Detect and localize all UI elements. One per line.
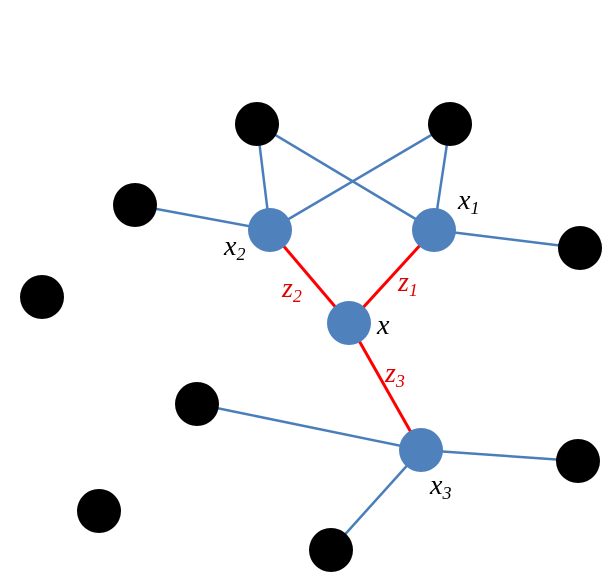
black-node-top-right	[428, 102, 472, 146]
node-x1	[412, 208, 456, 252]
black-node-right	[558, 226, 602, 270]
node-x	[327, 301, 371, 345]
black-node-bottom	[309, 528, 353, 572]
label-z3: z3	[384, 358, 405, 391]
black-node-left	[113, 183, 157, 227]
blue-nodes	[248, 208, 456, 472]
label-z1: z1	[397, 267, 418, 300]
labels: x1 x2 x x3 z1 z2 z3	[223, 185, 479, 503]
label-x1: x1	[457, 185, 479, 218]
label-x3: x3	[429, 470, 451, 503]
edge-x1-right	[433, 228, 581, 250]
black-node-isolated-bottom-left	[77, 489, 121, 533]
edge-x2-topright	[269, 122, 451, 232]
black-node-isolated-left	[20, 275, 64, 319]
black-node-top-left	[235, 102, 279, 146]
black-node-lower-left	[175, 382, 219, 426]
black-node-lower-right	[556, 439, 600, 483]
node-x2	[248, 208, 292, 252]
edge-x3-bottom	[330, 449, 422, 551]
label-x2: x2	[223, 231, 245, 264]
edge-x3-right	[420, 448, 579, 463]
blue-edges	[134, 122, 581, 551]
node-x3	[399, 428, 443, 472]
label-z2: z2	[281, 273, 302, 306]
edge-z3	[347, 322, 423, 451]
black-nodes	[20, 102, 602, 572]
edge-x1-topleft	[256, 122, 435, 232]
label-x: x	[376, 310, 390, 341]
edge-x3-left	[196, 402, 422, 452]
edge-x2-left	[134, 203, 271, 232]
